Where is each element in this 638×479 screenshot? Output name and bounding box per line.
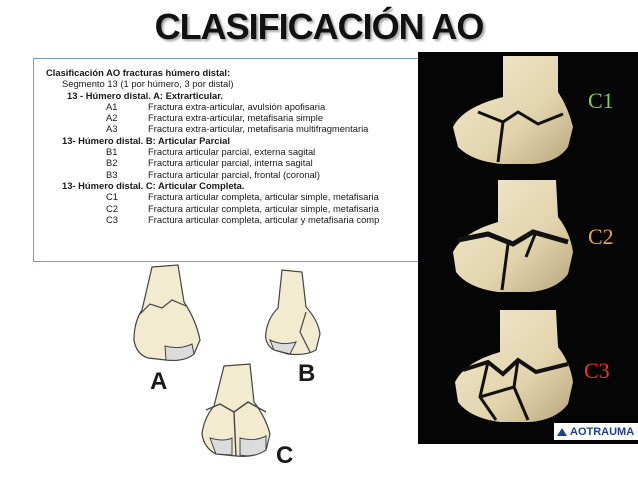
- class-desc: Fractura extra-articular, metafisaria si…: [148, 112, 324, 124]
- group-title-a: 13 - Húmero distal. A: Extrarticular.: [67, 89, 223, 101]
- slide-title: CLASIFICACIÓN AO: [154, 6, 485, 47]
- class-desc: Fractura extra-articular, avulsión apofi…: [148, 100, 326, 112]
- bone-a-drawing-icon: [133, 264, 201, 361]
- bone-c1-icon: [453, 56, 573, 164]
- class-row: A3 Fractura extra-articular, metafisaria…: [46, 123, 427, 134]
- segment-line: Segmento 13 (1 por húmero, 3 por distal): [62, 78, 234, 90]
- aotrauma-logo: AOTRAUMA: [554, 423, 638, 440]
- class-code: B2: [106, 157, 118, 169]
- drawing-label-c: C: [276, 442, 294, 469]
- class-code: B3: [106, 168, 118, 180]
- bone-c2-icon: [453, 180, 573, 292]
- class-desc: Fractura articular parcial, externa sagi…: [148, 146, 316, 158]
- bone-render-panel: [418, 52, 638, 444]
- class-desc: Fractura articular parcial, interna sagi…: [148, 157, 313, 169]
- class-desc: Fractura articular completa, articular s…: [148, 202, 379, 214]
- classification-heading: Clasificación AO fracturas húmero distal…: [46, 67, 231, 78]
- ao-triangle-icon: [557, 427, 567, 436]
- class-row: C1 Fractura articular completa, articula…: [46, 191, 427, 202]
- class-desc: Fractura articular completa, articular s…: [148, 191, 379, 203]
- class-row: A1 Fractura extra-articular, avulsión ap…: [46, 101, 427, 112]
- class-code: C3: [106, 213, 118, 225]
- class-code: A2: [106, 112, 118, 124]
- class-row: B1 Fractura articular parcial, externa s…: [46, 146, 427, 157]
- bone-render-illustration: [453, 56, 573, 422]
- aotrauma-logo-text: AOTRAUMA: [570, 425, 635, 438]
- class-code: A1: [106, 100, 118, 112]
- class-code: A3: [106, 123, 118, 135]
- label-c3: C3: [584, 358, 610, 383]
- class-row: A2 Fractura extra-articular, metafisaria…: [46, 112, 427, 123]
- class-desc: Fractura articular completa, articular y…: [148, 213, 380, 225]
- label-c1: C1: [588, 88, 614, 113]
- class-desc: Fractura extra-articular, metafisaria mu…: [148, 123, 369, 135]
- class-code: C1: [106, 191, 118, 203]
- bone-c-drawing-icon: [201, 363, 271, 457]
- class-row: C2 Fractura articular completa, articula…: [46, 203, 427, 214]
- group-title-c: 13- Húmero distal. C: Articular Completa…: [62, 179, 245, 191]
- drawing-label-a: A: [150, 368, 168, 395]
- class-code: B1: [106, 146, 118, 158]
- class-row: C3 Fractura articular completa, articula…: [46, 214, 427, 225]
- class-code: C2: [106, 202, 118, 214]
- classification-box: Clasificación AO fracturas húmero distal…: [33, 58, 428, 262]
- class-row: B2 Fractura articular parcial, interna s…: [46, 157, 427, 168]
- bone-b-drawing-icon: [265, 269, 321, 356]
- label-c2: C2: [588, 224, 614, 249]
- class-row: B3 Fractura articular parcial, frontal (…: [46, 169, 427, 180]
- group-title-b: 13- Húmero distal. B: Articular Parcial: [62, 134, 230, 146]
- bone-drawings-illustration: [133, 264, 321, 457]
- class-desc: Fractura articular parcial, frontal (cor…: [148, 168, 320, 180]
- drawing-label-b: B: [298, 360, 316, 387]
- bone-drawings: [120, 262, 350, 472]
- bone-c3-icon: [455, 310, 573, 422]
